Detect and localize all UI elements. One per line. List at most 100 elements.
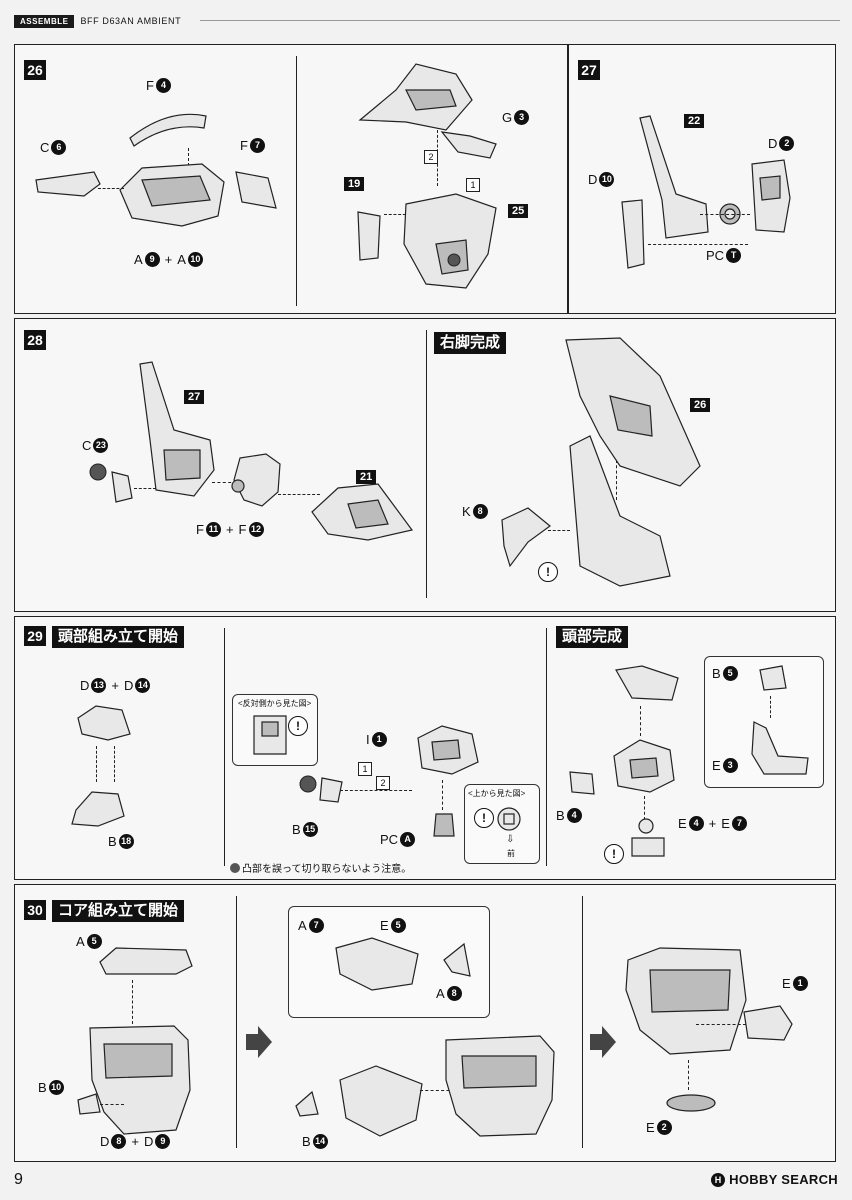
guide-line-pc — [700, 214, 750, 215]
step-28-divider — [426, 330, 427, 598]
part-head-top-cover — [615, 665, 679, 701]
guide-line-e2 — [688, 1060, 689, 1090]
part-a5-cover — [99, 947, 193, 975]
step-30-divider-a — [236, 896, 237, 1148]
guide-line-21 — [278, 494, 320, 495]
arrow-right-icon — [246, 1026, 272, 1058]
caution-icon — [230, 862, 240, 873]
part-27-assembly — [139, 361, 215, 497]
part-right-leg-complete — [565, 337, 701, 587]
part-e3-shell — [751, 721, 809, 775]
step-26-number: 26 — [24, 60, 46, 80]
callout-21: 21 — [356, 470, 377, 484]
inset-top-title: <上から見た図> — [468, 789, 526, 798]
part-core-body — [89, 1025, 191, 1135]
part-core-body-2 — [445, 1035, 555, 1137]
callout-25: 25 — [508, 204, 529, 218]
document-title: BFF D63AN AMBIENT — [80, 16, 182, 26]
part-c23-clip — [89, 463, 133, 503]
order-marker-29-2: 2 — [376, 776, 390, 790]
inset-reverse-title: <反対側から見た図> — [238, 699, 312, 708]
part-head-complete — [613, 739, 675, 793]
guide-line-k8 — [548, 530, 570, 531]
step-30-divider-b — [582, 896, 583, 1148]
part-e4-e7-joint — [631, 818, 665, 857]
part-core-complete — [625, 947, 747, 1055]
guide-line-shoulder — [420, 1090, 460, 1091]
step-29-divider-a — [224, 628, 225, 866]
guide-line-f4 — [188, 148, 189, 176]
arrow-down-icon: ⇩ — [506, 834, 515, 845]
hobby-search-logo-icon: H — [711, 1172, 726, 1187]
part-main-shell — [119, 163, 225, 227]
callout-27: 27 — [184, 390, 205, 404]
part-b14-piece — [295, 1090, 319, 1117]
order-marker-1: 1 — [466, 178, 480, 192]
watermark-text: HOBBY SEARCH — [729, 1172, 838, 1187]
part-a8-piece — [443, 942, 471, 977]
part-d2-bracket — [751, 159, 791, 233]
part-e1-plate — [743, 1005, 793, 1041]
warning-icon: ! — [538, 562, 558, 582]
callout-22: 22 — [684, 114, 705, 128]
part-leg-upper-armor — [358, 63, 473, 131]
step-27-number: 27 — [578, 60, 600, 80]
page-number: 9 — [14, 1171, 23, 1188]
guide-line-b10 — [100, 1104, 124, 1105]
guide-line-f11 — [212, 482, 242, 483]
part-g3-fork — [440, 131, 497, 159]
guide-line-b5 — [770, 696, 771, 718]
watermark: H HOBBY SEARCH — [711, 1172, 838, 1187]
guide-line-d10 — [648, 244, 748, 245]
page-header: ASSEMBLE BFF D63AN AMBIENT — [14, 14, 181, 28]
header-rule — [200, 20, 840, 21]
part-reverse-view-detail — [253, 715, 287, 755]
guide-line-b15 — [340, 790, 412, 791]
part-d10-plate — [621, 199, 645, 269]
part-22-strut — [639, 115, 709, 239]
guide-line-head-cover — [640, 706, 641, 736]
order-marker-2: 2 — [424, 150, 438, 164]
guide-line-a5 — [132, 980, 133, 1024]
part-pc-a-joint — [433, 813, 455, 837]
guide-line-head-left — [96, 746, 97, 782]
arrow-right-icon-2 — [590, 1026, 616, 1058]
guide-line-c6 — [98, 188, 124, 189]
part-21-foot — [311, 483, 414, 541]
step-26-divider — [296, 56, 297, 306]
part-head-frame-upper — [77, 705, 131, 741]
step-29-number: 29 — [24, 626, 46, 646]
part-head-assembly — [417, 725, 479, 775]
part-b10-piece — [77, 1093, 101, 1115]
right-leg-title: 右脚完成 — [434, 332, 507, 354]
assemble-tag: ASSEMBLE — [14, 14, 75, 28]
guide-line-e4 — [644, 796, 645, 820]
warning-icon-reverse: ! — [288, 716, 308, 736]
part-b4-piece — [569, 771, 595, 795]
front-label: 前 — [507, 849, 515, 858]
